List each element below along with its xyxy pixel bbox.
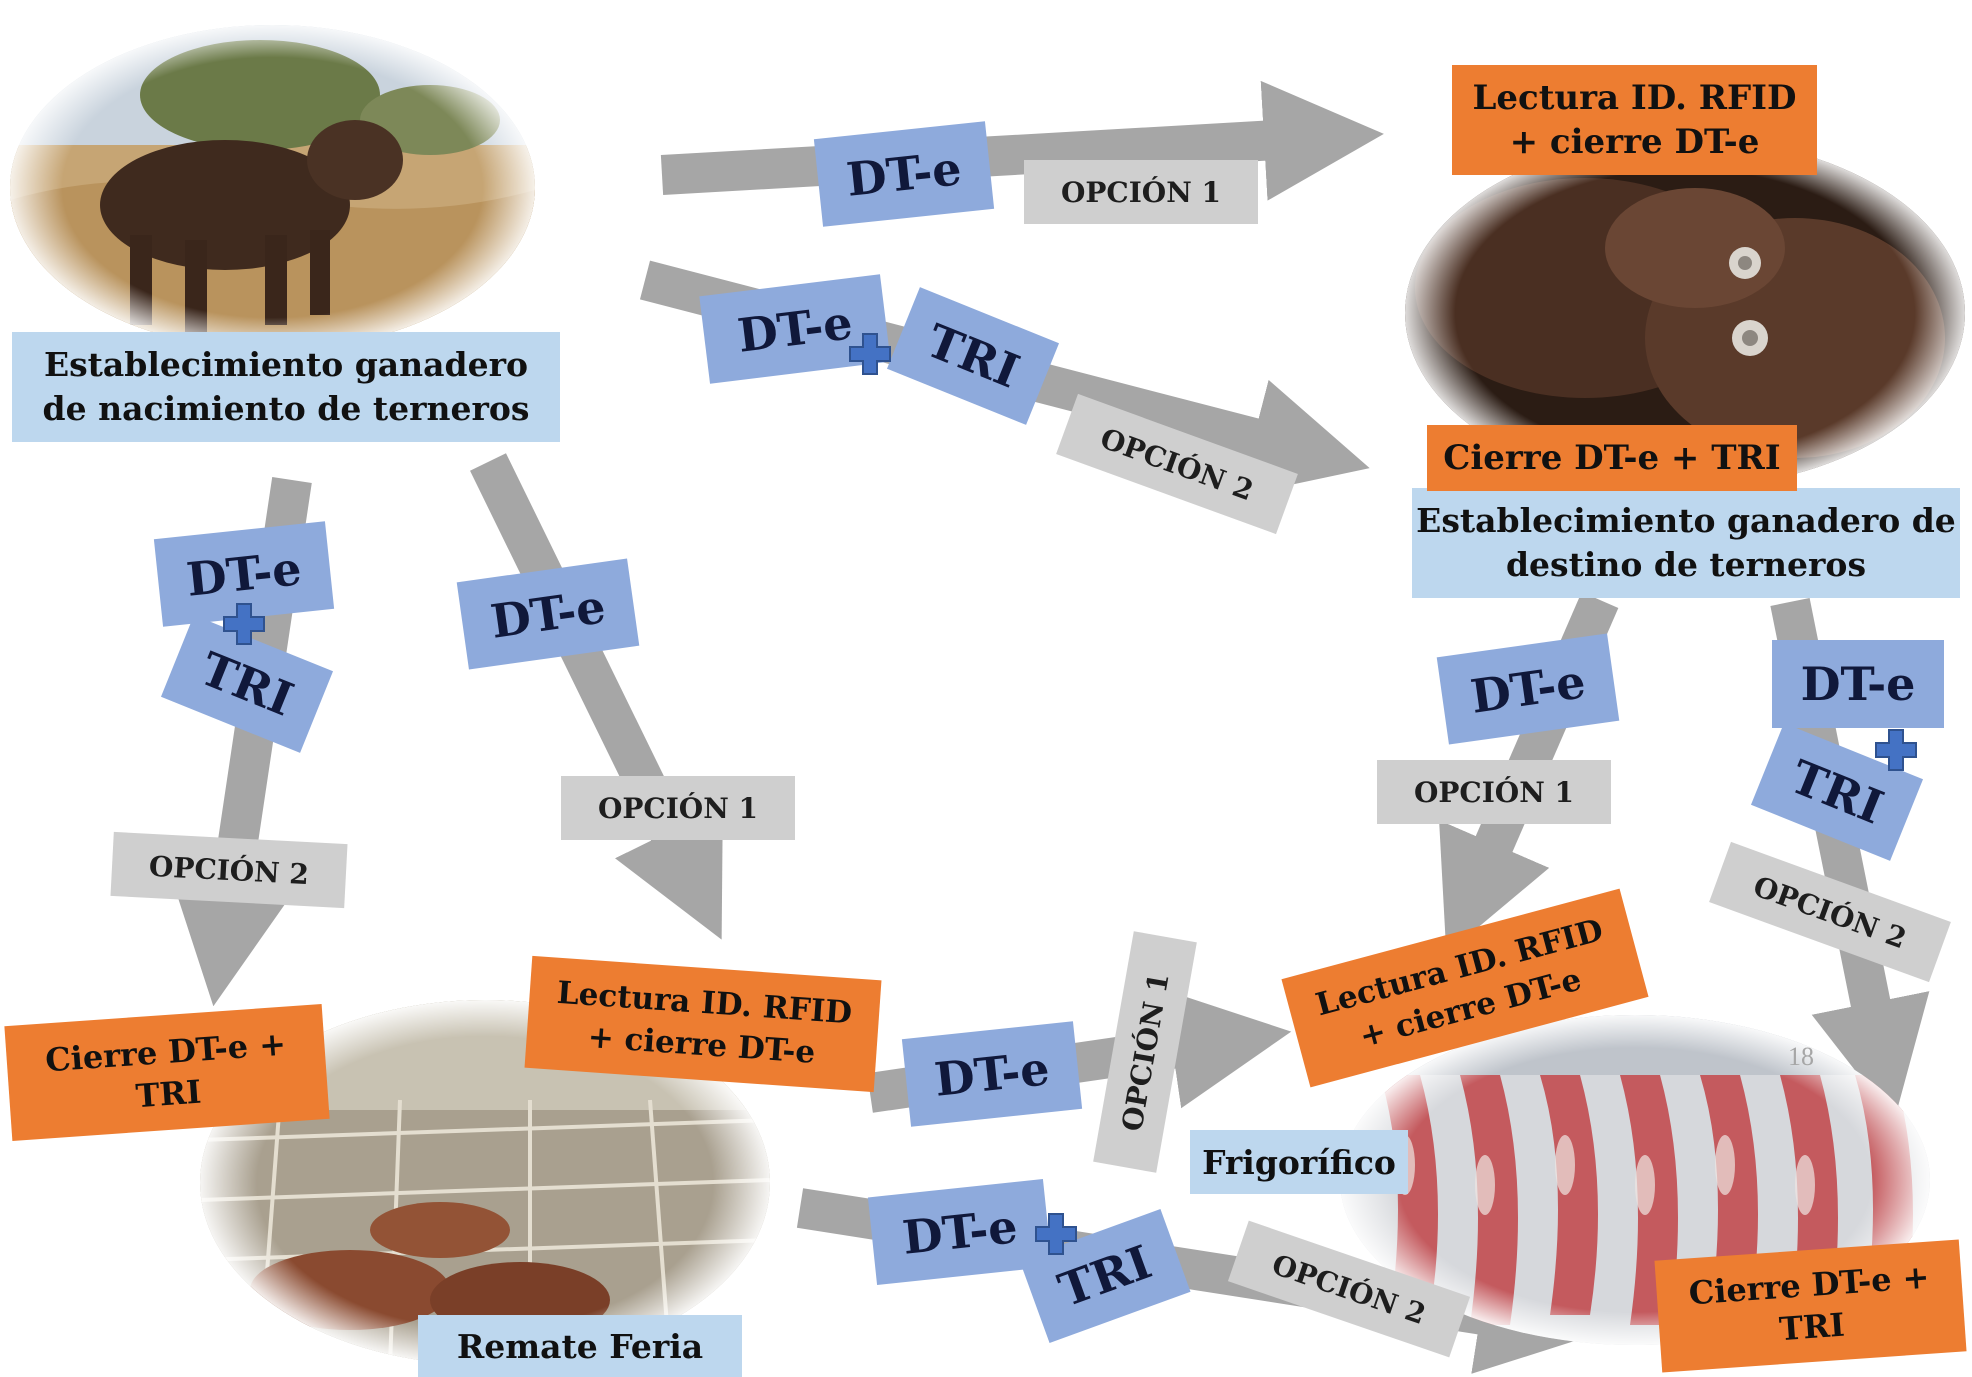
auction-label: Remate Feria: [418, 1315, 742, 1377]
option1-tag-top: OPCIÓN 1: [1024, 160, 1258, 224]
option1-tag-destination: OPCIÓN 1: [1377, 760, 1611, 824]
origin-farm-label: Establecimiento ganadero de nacimiento d…: [12, 332, 560, 442]
plus-icon-destination: [1875, 729, 1917, 771]
plus-icon-top: [849, 333, 891, 375]
option1-tag-auction: OPCIÓN 1: [561, 776, 795, 840]
cattle-ear-tags-photo: [1405, 138, 1965, 488]
dte-tag-destination-option2: DT-e: [1772, 640, 1944, 728]
slaughterhouse-label: Frigorífico: [1190, 1130, 1408, 1194]
option2-tag-left: OPCIÓN 2: [110, 831, 348, 909]
destination-farm-label: Establecimiento ganadero de destino de t…: [1412, 488, 1960, 598]
dte-tag-top: DT-e: [813, 121, 995, 227]
page-number: 18: [1788, 1042, 1814, 1071]
plus-icon-auction-slaughter: [1035, 1213, 1077, 1255]
dte-tag-auction-slaughter: DT-e: [901, 1021, 1083, 1127]
close-dte-tri-box-slaughter: Cierre DT-e + TRI: [1654, 1239, 1967, 1373]
calf-photo: [10, 25, 535, 350]
plus-icon-left: [223, 603, 265, 645]
close-dte-tri-box-top: Cierre DT-e + TRI: [1427, 425, 1797, 491]
close-dte-tri-box-left: Cierre DT-e + TRI: [4, 1004, 330, 1141]
rfid-read-close-box-top: Lectura ID. RFID + cierre DT-e: [1452, 65, 1817, 175]
